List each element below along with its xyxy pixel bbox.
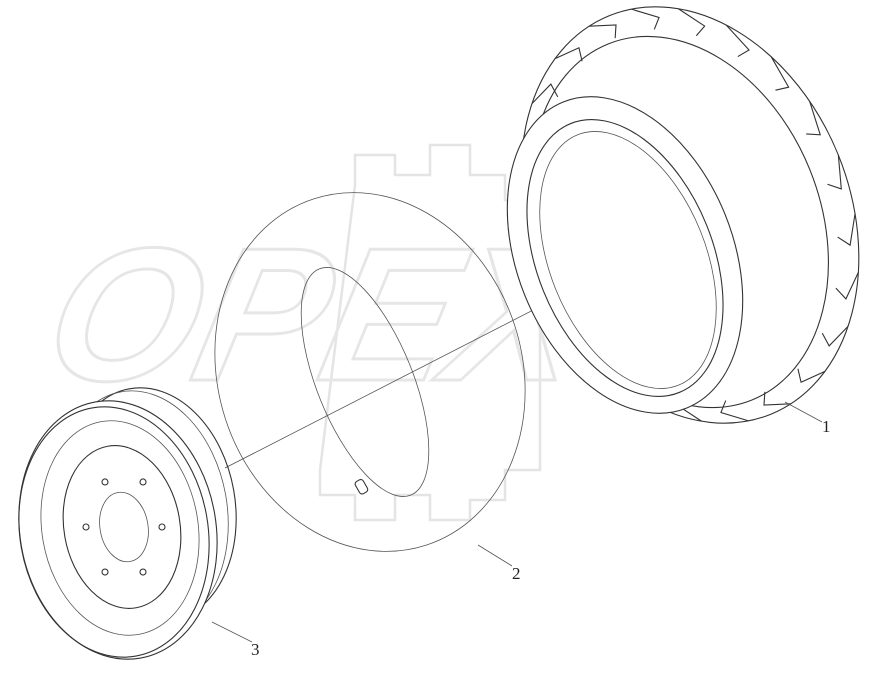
tread-lug xyxy=(678,8,706,37)
tread-lug xyxy=(821,326,849,347)
tread-lug xyxy=(531,83,559,104)
tread-lug xyxy=(720,400,749,422)
tread-lug xyxy=(837,213,856,247)
svg-text:3: 3 xyxy=(251,640,260,659)
valve-stem xyxy=(354,478,369,495)
tread-lug xyxy=(835,272,859,300)
tread-lug xyxy=(589,24,617,39)
bolt-hole xyxy=(101,478,109,486)
tire xyxy=(506,6,860,424)
tread-lug xyxy=(554,46,583,62)
callout-1: 1 xyxy=(784,401,831,436)
tread-lug xyxy=(827,155,842,190)
bolt-hole xyxy=(158,523,166,531)
tread-lug xyxy=(797,368,826,384)
callout-3: 3 xyxy=(211,621,260,659)
bolt-hole xyxy=(82,523,90,531)
tread-lug xyxy=(770,56,790,91)
tread-lug xyxy=(725,24,750,58)
tread-lug xyxy=(631,8,660,30)
bolt-hole xyxy=(139,478,147,486)
callout-2: 2 xyxy=(477,544,521,583)
wheel-rim xyxy=(18,387,237,660)
svg-text:1: 1 xyxy=(822,417,831,436)
inner-tube xyxy=(214,192,526,552)
tread-lug xyxy=(806,101,822,136)
tread-lug xyxy=(763,391,791,406)
watermark-gear xyxy=(318,143,542,522)
bolt-hole xyxy=(139,568,147,576)
bolt-hole xyxy=(101,568,109,576)
svg-text:2: 2 xyxy=(512,564,521,583)
